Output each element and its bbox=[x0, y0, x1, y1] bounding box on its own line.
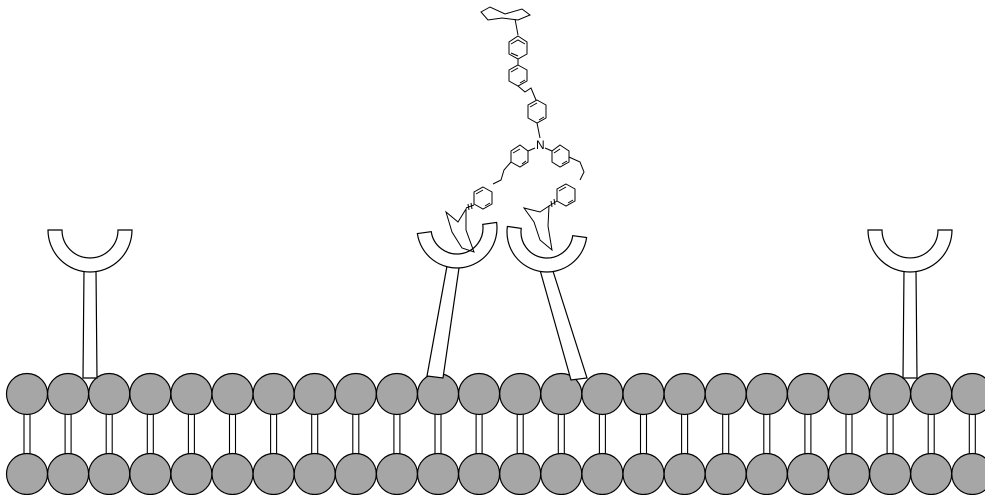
receptor-binding-cup bbox=[502, 226, 587, 277]
lipid-tails bbox=[24, 413, 975, 456]
ethylene-linker bbox=[569, 157, 584, 180]
lipid-head-outer bbox=[7, 374, 48, 415]
lipid-head-inner bbox=[582, 454, 623, 495]
receptor-stem bbox=[427, 266, 459, 378]
receptor-bound-right bbox=[502, 226, 587, 380]
receptor-stem bbox=[540, 268, 587, 380]
lipid-head-inner bbox=[787, 454, 828, 495]
lipid-head-inner bbox=[171, 454, 212, 495]
lipid-head-outer bbox=[829, 374, 870, 415]
lipid-head-inner bbox=[7, 454, 48, 495]
lipid-head-inner bbox=[500, 454, 541, 495]
receptors bbox=[48, 222, 952, 380]
receptor-binding-cup bbox=[417, 222, 502, 273]
receptor-binding-cup bbox=[48, 230, 132, 272]
lipid-head-inner bbox=[746, 454, 787, 495]
nitrogen-atom-label: N bbox=[536, 138, 545, 152]
phenyl-ring bbox=[509, 36, 527, 59]
lipid-head-inner bbox=[418, 454, 459, 495]
ethylene-linker bbox=[518, 86, 536, 100]
lipid-head-outer bbox=[376, 374, 417, 415]
lipid-head-inner bbox=[829, 454, 870, 495]
receptor-free-left bbox=[48, 230, 132, 378]
lipid-head-outer bbox=[335, 374, 376, 415]
bond bbox=[515, 19, 518, 35]
lipid-head-outer bbox=[89, 374, 130, 415]
lipid-head-inner bbox=[541, 454, 582, 495]
phenyl-ring bbox=[557, 184, 575, 206]
hashed-wedge-bond bbox=[549, 199, 557, 207]
lipid-head-outer bbox=[664, 374, 705, 415]
cyclohexyl-ring-left bbox=[446, 209, 474, 252]
receptor-binding-cup bbox=[868, 230, 952, 272]
receptor-stem bbox=[83, 270, 97, 378]
lipid-head-inner bbox=[253, 454, 294, 495]
lipid-head-inner bbox=[623, 454, 664, 495]
trivalent-ligand: N bbox=[446, 7, 584, 252]
phenyl-ring bbox=[474, 187, 492, 209]
lipid-head-outer bbox=[418, 374, 459, 415]
lipid-head-inner bbox=[870, 454, 911, 495]
lipid-head-outer bbox=[952, 374, 985, 415]
lipid-head-outer bbox=[623, 374, 664, 415]
lipid-head-outer bbox=[48, 374, 89, 415]
bond bbox=[537, 123, 540, 138]
bond bbox=[528, 148, 535, 151]
receptor-free-right bbox=[868, 230, 952, 378]
bond bbox=[545, 148, 552, 151]
lipid-head-inner bbox=[952, 454, 985, 495]
cyclohexyl-ring-top bbox=[481, 7, 530, 20]
lipid-head-outer bbox=[911, 374, 952, 415]
lipid-head-inner bbox=[48, 454, 89, 495]
phenyl-ring bbox=[528, 100, 546, 123]
ethylene-linker bbox=[493, 162, 511, 184]
lipid-heads-inner-leaflet bbox=[7, 454, 985, 495]
cyclohexyl-ring-right bbox=[524, 206, 552, 250]
lipid-head-outer bbox=[459, 374, 500, 415]
lipid-head-outer bbox=[253, 374, 294, 415]
lipid-heads-outer-leaflet bbox=[7, 374, 985, 415]
lipid-head-outer bbox=[171, 374, 212, 415]
lipid-head-outer bbox=[705, 374, 746, 415]
lipid-head-outer bbox=[870, 374, 911, 415]
lipid-head-outer bbox=[746, 374, 787, 415]
lipid-head-inner bbox=[335, 454, 376, 495]
lipid-head-inner bbox=[376, 454, 417, 495]
lipid-head-outer bbox=[294, 374, 335, 415]
lipid-head-inner bbox=[705, 454, 746, 495]
lipid-head-inner bbox=[212, 454, 253, 495]
phenyl-ring bbox=[552, 145, 569, 167]
lipid-head-inner bbox=[294, 454, 335, 495]
lipid-head-outer bbox=[787, 374, 828, 415]
lipid-head-inner bbox=[459, 454, 500, 495]
lipid-head-outer bbox=[212, 374, 253, 415]
receptor-bound-left bbox=[417, 222, 502, 378]
receptor-stem bbox=[903, 270, 917, 378]
lipid-head-outer bbox=[130, 374, 171, 415]
lipid-head-inner bbox=[130, 454, 171, 495]
lipid-head-inner bbox=[89, 454, 130, 495]
lipid-head-inner bbox=[911, 454, 952, 495]
lipid-head-outer bbox=[500, 374, 541, 415]
phenyl-ring bbox=[509, 65, 527, 86]
lipid-head-outer bbox=[582, 374, 623, 415]
lipid-head-inner bbox=[664, 454, 705, 495]
hashed-wedge-bond bbox=[466, 203, 474, 210]
phenyl-ring bbox=[511, 145, 528, 167]
